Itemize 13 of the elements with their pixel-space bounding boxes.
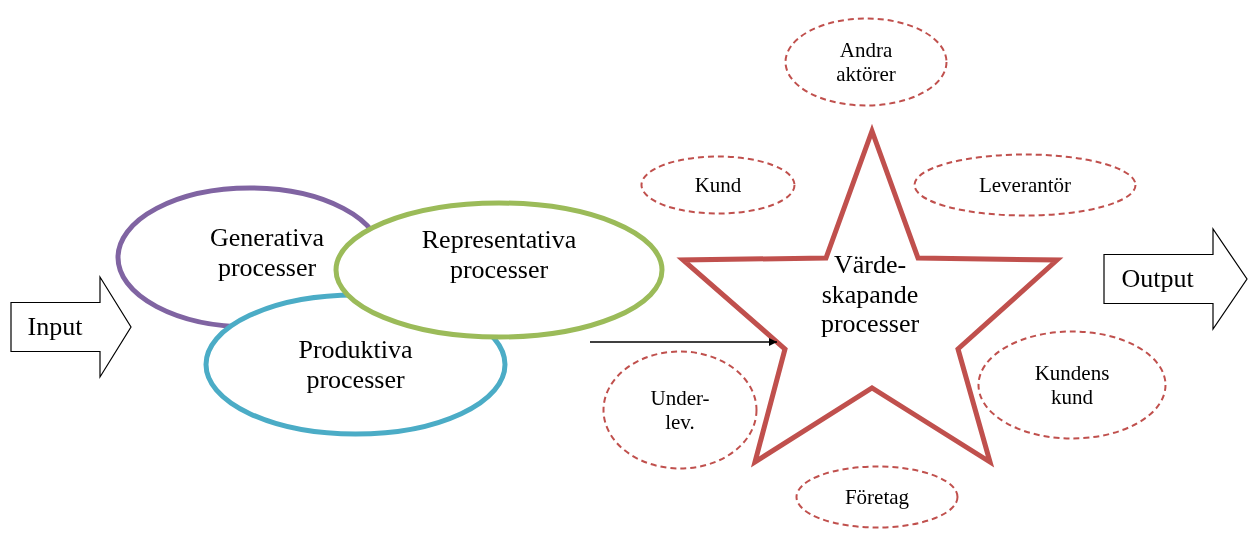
node-label: Generativa processer bbox=[208, 222, 325, 283]
node-label: Värde- skapande processer bbox=[819, 249, 921, 340]
node-label: Kund bbox=[693, 172, 743, 198]
node-label: Andra aktörer bbox=[835, 37, 897, 87]
node-label: Kundens kund bbox=[1033, 360, 1111, 410]
node-label: Produktiva processer bbox=[297, 334, 414, 395]
node-label: Input bbox=[26, 312, 84, 342]
node-label: Output bbox=[1120, 264, 1195, 294]
node-label: Under- lev. bbox=[649, 385, 711, 435]
node-label: Representativa processer bbox=[420, 225, 578, 285]
node-label: Företag bbox=[843, 484, 911, 510]
node-label: Leverantör bbox=[977, 172, 1073, 198]
arrow bbox=[589, 338, 778, 346]
